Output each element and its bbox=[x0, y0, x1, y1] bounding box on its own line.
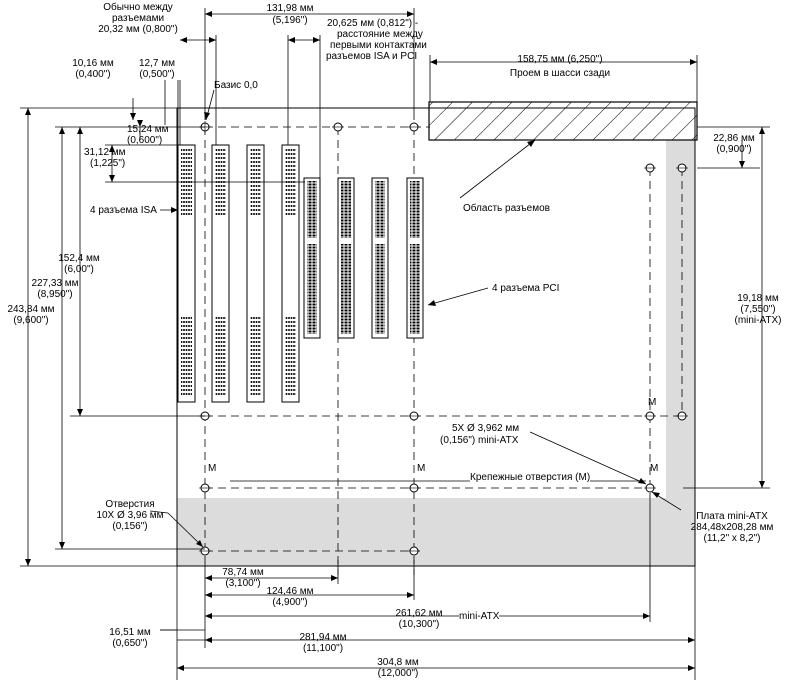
dim-22733-mm: 227,33 мм bbox=[31, 278, 79, 289]
dim-2286-mm: 22,86 мм bbox=[713, 133, 755, 144]
dim-7874-mm: 78,74 мм bbox=[222, 567, 264, 578]
dim-1651-in: (0,650") bbox=[112, 638, 148, 649]
right-gray-strip bbox=[666, 140, 695, 566]
dim-1918-mm: 19,18 мм bbox=[737, 293, 779, 304]
dim-20625-label-3: первыми контактами bbox=[330, 40, 427, 51]
connector-area-label: Область разъемов bbox=[463, 203, 550, 214]
dim-1016-in: (0,400") bbox=[75, 69, 111, 80]
holes-10x-label-2: 10X Ø 3,96 мм bbox=[96, 510, 164, 521]
m-mark-2: M bbox=[208, 463, 217, 474]
dim-26162-mm: 261,62 мм bbox=[395, 608, 443, 619]
dim-2286-in: (0,900") bbox=[716, 144, 752, 155]
board-label-2: 284,48x208,28 мм bbox=[690, 522, 774, 533]
board-label-3: (11,2" x 8,2") bbox=[703, 533, 761, 544]
datum-label: Базис 0,0 bbox=[214, 80, 258, 91]
typical-between-label-2: разъемами bbox=[111, 13, 165, 24]
isa-slots bbox=[177, 144, 300, 403]
center-lines bbox=[204, 126, 683, 575]
dim-24384-in: (9,600") bbox=[13, 315, 49, 326]
dim-20625-label-1: 20,625 мм (0,812") - bbox=[327, 18, 419, 29]
dim-28194-mm: 281,94 мм bbox=[299, 632, 347, 643]
dim-127-mm: 12,7 мм bbox=[139, 58, 175, 69]
dim-3048-mm: 304,8 мм bbox=[377, 657, 419, 668]
dim-131-in: (5,196") bbox=[272, 15, 308, 26]
typical-between-label-3: 20,32 мм (0,800") bbox=[98, 24, 178, 35]
dim-15875-mm: 158,75 мм (6,250") bbox=[517, 54, 603, 65]
typical-between-label-1: Обычно между bbox=[103, 2, 173, 13]
dim-1918-in: (7,550") bbox=[740, 304, 776, 315]
board-label-1: Плата mini-ATX bbox=[696, 511, 768, 522]
dim-26162-note: mini-ATX bbox=[459, 611, 500, 622]
holes-10x-label-3: (0,156") bbox=[112, 521, 148, 532]
mounting-holes-label: Крепежные отверстия (M) bbox=[470, 472, 591, 483]
dim-1524-in: (0,600") bbox=[127, 135, 163, 146]
isa-connectors-label: 4 разъема ISA bbox=[90, 205, 157, 216]
m-mark-3: M bbox=[417, 463, 426, 474]
dim-131-mm: 131,98 мм bbox=[266, 3, 314, 14]
dim-24384-mm: 243,84 мм bbox=[7, 304, 55, 315]
holes-5x-label-1: 5X Ø 3,962 мм bbox=[452, 423, 520, 434]
dim-1651-mm: 16,51 мм bbox=[109, 627, 151, 638]
dim-12446-in: (4,900") bbox=[272, 597, 308, 608]
dim-20625-label-2: расстояние между bbox=[337, 29, 423, 40]
pci-slots bbox=[303, 177, 424, 339]
dim-22733-in: (8,950") bbox=[37, 289, 73, 300]
dim-1524b-mm: 152,4 мм bbox=[58, 253, 100, 264]
m-mark-4: M bbox=[650, 463, 659, 474]
dim-127-in: (0,500") bbox=[139, 69, 175, 80]
rear-opening-hatched bbox=[428, 101, 698, 141]
arrowheads bbox=[25, 11, 765, 671]
pci-connectors-label: 4 разъема PCI bbox=[492, 283, 560, 294]
bottom-gray-strip bbox=[177, 498, 695, 566]
dim-1016-mm: 10,16 мм bbox=[72, 58, 114, 69]
holes-5x-label-2: (0,156") mini-ATX bbox=[440, 435, 519, 446]
dim-1524b-in: (6,00") bbox=[64, 264, 94, 275]
dim-7874-in: (3,100") bbox=[225, 578, 261, 589]
m-mark-1: M bbox=[648, 397, 657, 408]
dim-12446-mm: 124,46 мм bbox=[266, 586, 314, 597]
dim-1524-mm: 15,24 мм bbox=[127, 124, 169, 135]
holes-10x-label-1: Отверстия bbox=[105, 499, 155, 510]
dim-3112-in: (1,225") bbox=[90, 158, 126, 169]
dim-3112-mm: 31,12 мм bbox=[84, 147, 126, 158]
dim-3048-in: (12,000") bbox=[377, 668, 419, 679]
dim-1918-note: (mini-ATX) bbox=[734, 315, 782, 326]
dim-20625-label-4: разъемов ISA и PCI bbox=[326, 51, 418, 62]
dim-28194-in: (11,100") bbox=[302, 643, 344, 654]
rear-opening-label: Проем в шасси сзади bbox=[509, 68, 611, 79]
dim-26162-in: (10,300") bbox=[398, 619, 440, 630]
